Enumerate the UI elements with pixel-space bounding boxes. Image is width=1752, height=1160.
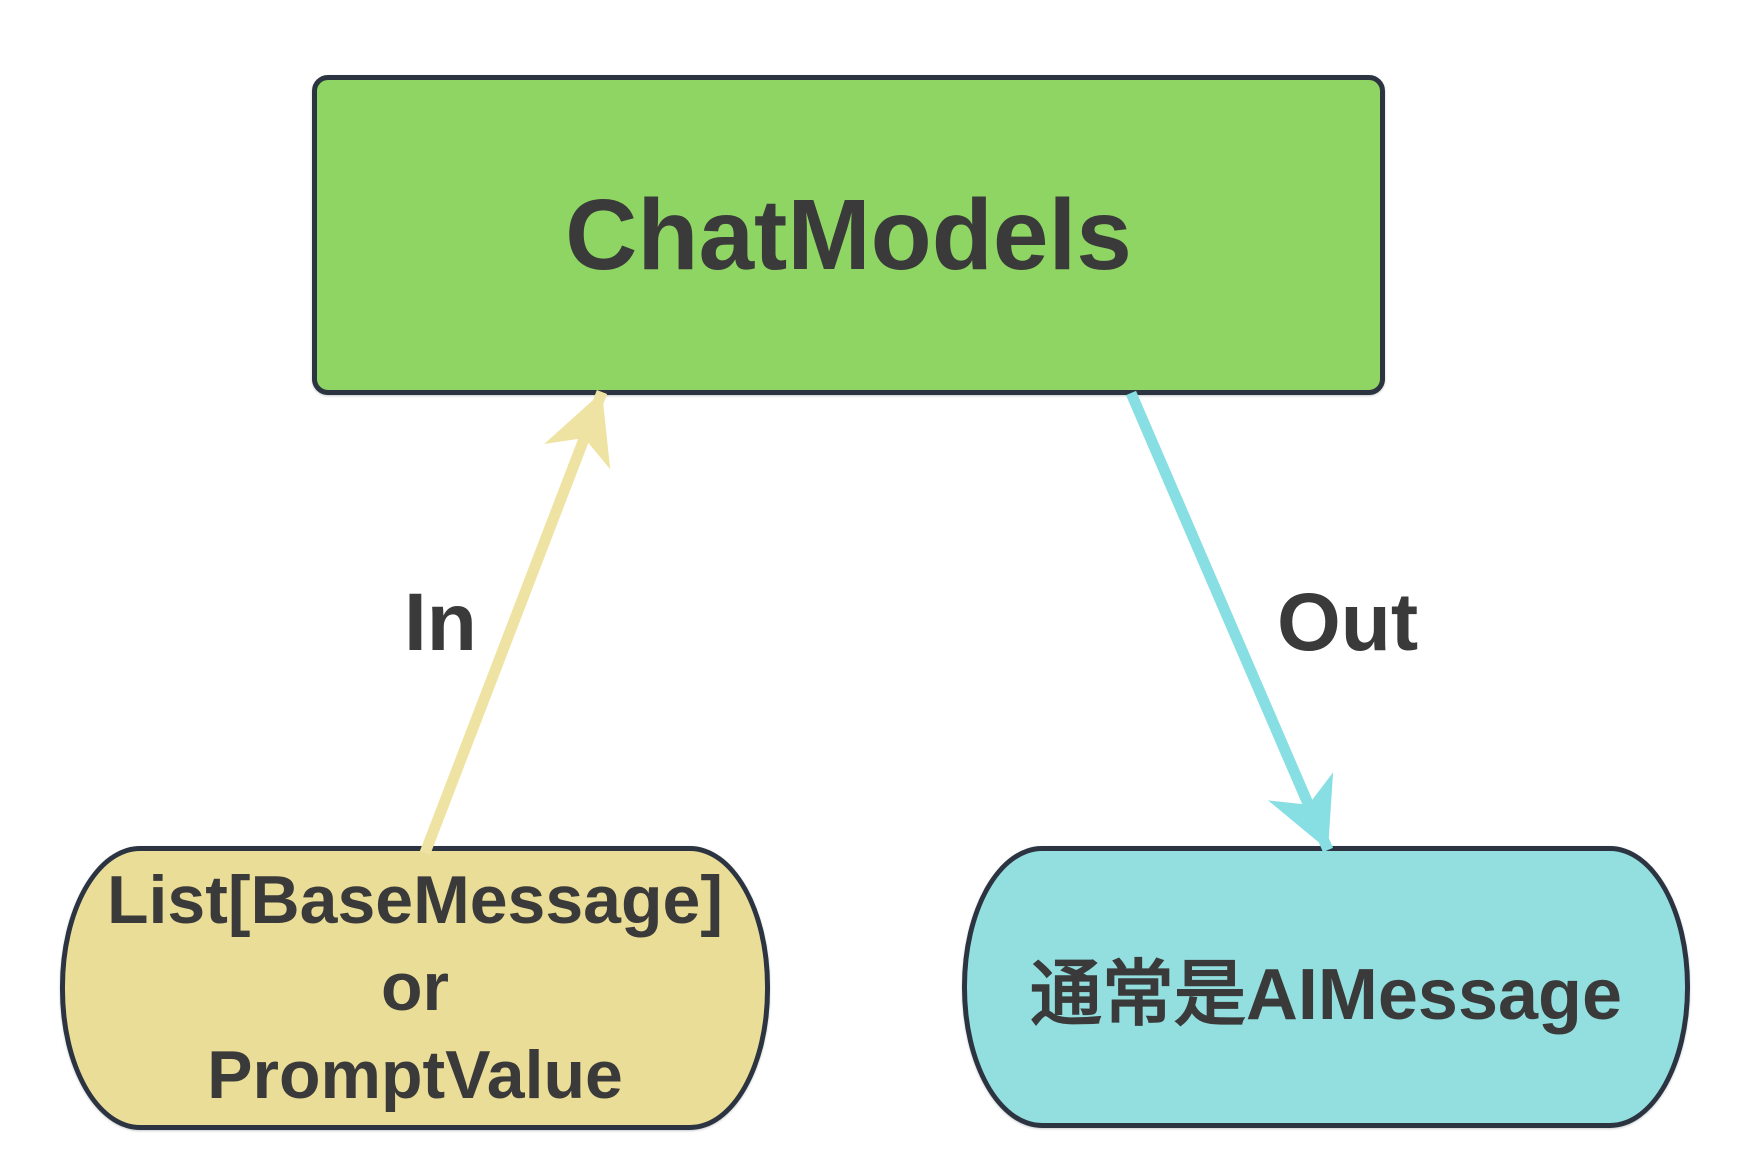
node-input-line-3: PromptValue — [207, 1036, 623, 1113]
node-output-label: 通常是AIMessage — [1029, 954, 1623, 1035]
node-output-message: 通常是AIMessage — [962, 846, 1690, 1128]
node-chatmodels-label: ChatModels — [565, 178, 1132, 291]
node-chatmodels: ChatModels — [312, 75, 1385, 395]
node-input-line-1: List[BaseMessage] — [106, 862, 724, 939]
edge-label-in: In — [404, 577, 477, 668]
edge-label-out: Out — [1277, 577, 1419, 668]
node-input-messages: List[BaseMessage] or PromptValue — [60, 846, 770, 1130]
node-input-line-2: or — [381, 949, 449, 1026]
